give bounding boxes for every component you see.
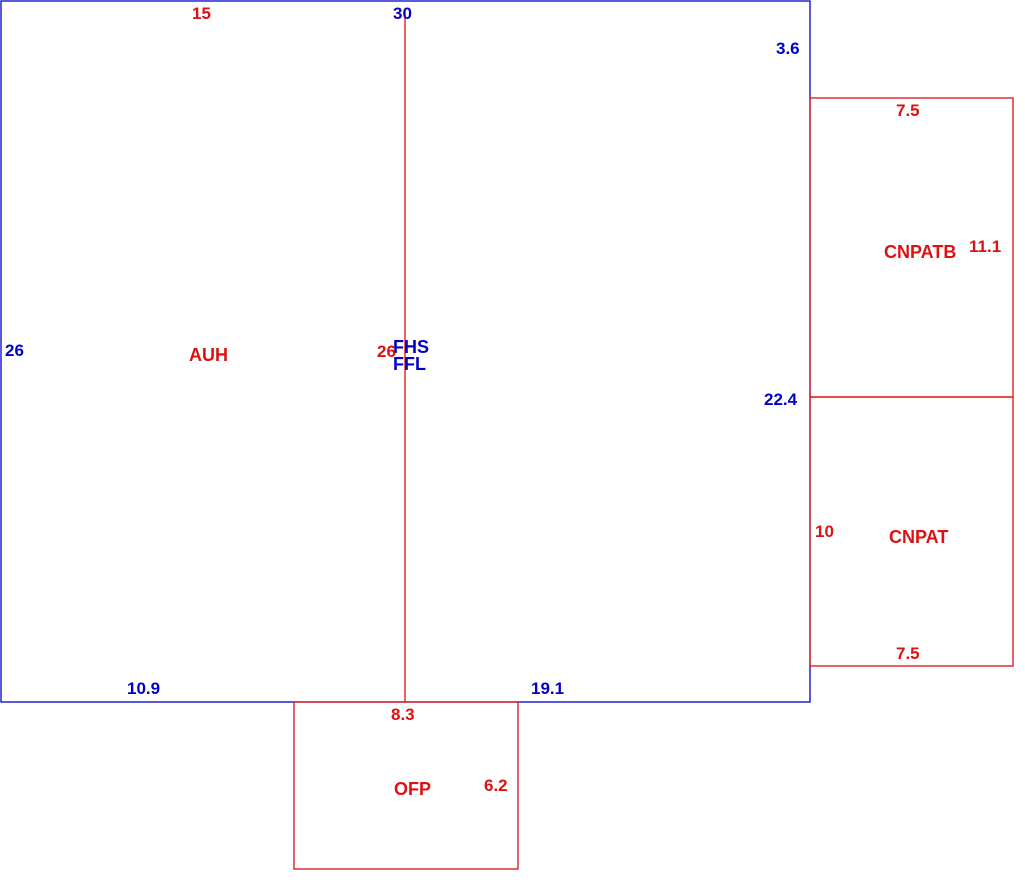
dimension-cnpatb-right: 11.1 [969,237,1001,256]
dimension-auh-right: 26 [377,342,396,361]
dimension-ofp-right: 6.2 [484,776,508,795]
ffl-label: FFL [393,354,426,374]
cnpatb-label: CNPATB [884,242,956,262]
ofp-outline [293,701,519,870]
dimension-ofp-top: 8.3 [391,705,415,724]
ofp-label: OFP [394,779,431,799]
dimension-main-left: 26 [5,341,24,360]
cnpat-outline [809,396,1014,667]
dimension-main-right-lower: 22.4 [764,390,798,409]
dimension-main-bottom-right: 19.1 [531,679,564,698]
dimension-cnpat-bottom: 7.5 [896,644,920,663]
dimension-main-bottom-left: 10.9 [127,679,160,698]
dimension-cnpatb-top: 7.5 [896,101,920,120]
dimension-main-right-upper: 3.6 [776,39,800,58]
dimension-cnpat-left: 10 [815,522,834,541]
auh-label: AUH [189,345,228,365]
cnpat-label: CNPAT [889,527,948,547]
dimension-auh-top: 15 [192,4,211,23]
dimension-main-top: 30 [393,4,412,23]
fhs-label: FHS [393,337,429,357]
